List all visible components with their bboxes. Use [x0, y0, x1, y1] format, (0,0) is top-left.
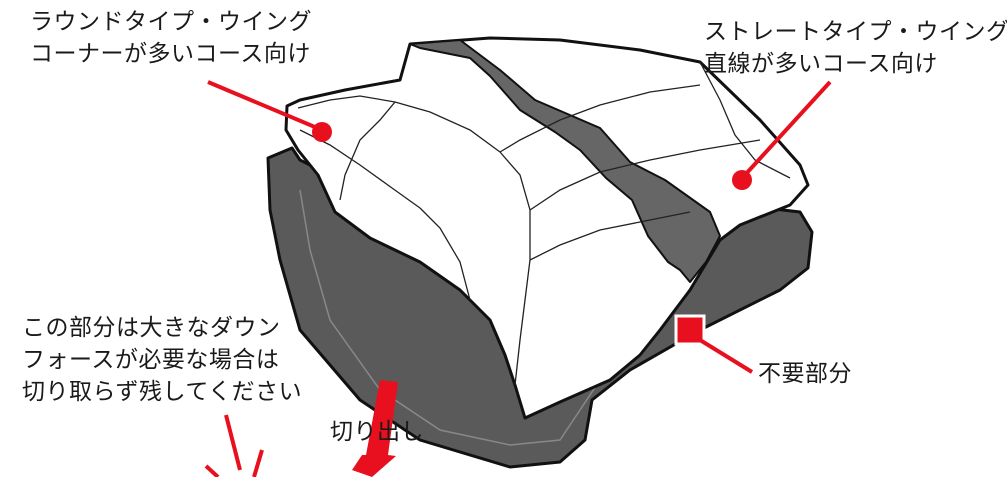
round-wing-marker [207, 80, 332, 142]
keep-part-label: この部分は大きなダウン フォースが必要な場合は 切り取らず残してください [22, 312, 302, 408]
straight-wing-marker [732, 80, 832, 190]
round-wing-label: ラウンドタイプ・ウイング コーナーが多いコース向け [30, 6, 312, 70]
straight-wing-label: ストレートタイプ・ウイング 直線が多いコース向け [704, 16, 1007, 80]
unneeded-part-marker [674, 314, 754, 374]
keep-part-marks [204, 414, 264, 477]
wing-body [284, 36, 810, 420]
cut-out-label: 切り出し [330, 419, 424, 445]
straight-wing-label-line2: 直線が多いコース向け [704, 51, 938, 77]
straight-wing-label-line1: ストレートタイプ・ウイング [704, 19, 1007, 45]
round-wing-label-line2: コーナーが多いコース向け [30, 41, 311, 67]
round-wing-label-line1: ラウンドタイプ・ウイング [30, 9, 312, 35]
cut-out-arrow [352, 380, 398, 477]
unneeded-part-label: 不要部分 [758, 361, 852, 387]
base-rim [299, 189, 601, 446]
keep-part-label-line3: 切り取らず残してください [22, 379, 303, 405]
keep-part-label-line2: フォースが必要な場合は [22, 347, 280, 373]
keep-part-label-line1: この部分は大きなダウン [22, 315, 281, 341]
